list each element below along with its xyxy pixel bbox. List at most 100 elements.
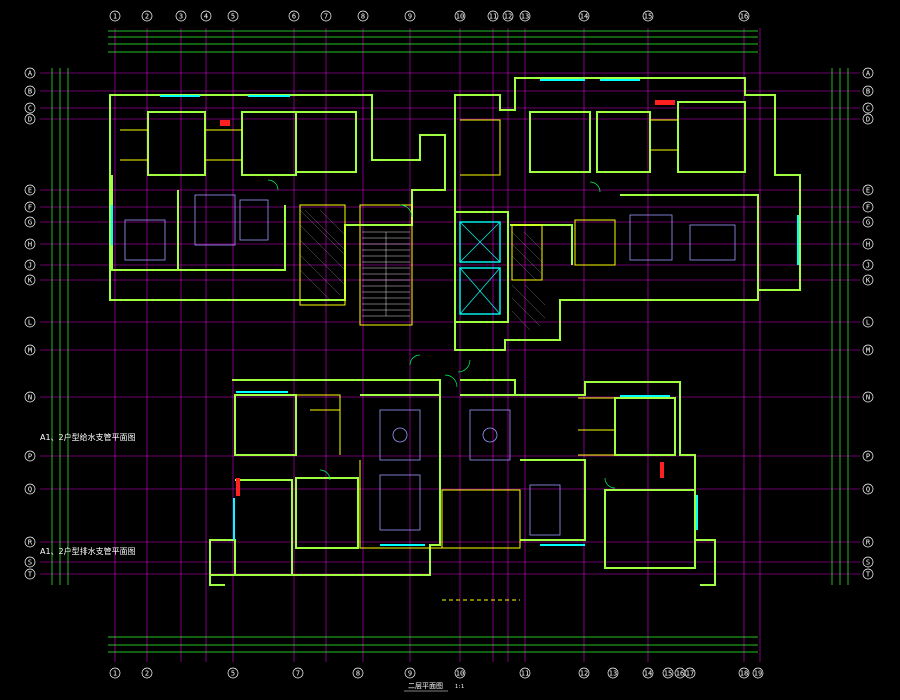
axis-top-5-label: 5 xyxy=(231,12,235,20)
axis-right-R-label: R xyxy=(866,538,871,546)
axis-left-F-bubble xyxy=(24,201,36,213)
axis-left-G-bubble xyxy=(24,216,36,228)
axis-left-E-label: E xyxy=(28,186,32,194)
axis-top-11-label: 11 xyxy=(489,12,497,20)
axis-bottom-5-label: 5 xyxy=(231,669,235,677)
axis-right-J-bubble xyxy=(862,259,874,271)
axis-right-P-bubble xyxy=(862,450,874,462)
axis-right-P-label: P xyxy=(866,452,870,460)
dimension-lines xyxy=(51,30,849,653)
axis-bottom-11-bubble xyxy=(519,667,531,679)
axis-left-G-label: G xyxy=(28,218,32,226)
axis-bottom-2-label: 2 xyxy=(145,669,149,677)
axis-left-D-bubble xyxy=(24,113,36,125)
axis-top-3-bubble xyxy=(175,10,187,22)
axis-top-10-bubble xyxy=(454,10,466,22)
axis-left-T-label: T xyxy=(28,570,33,578)
axis-bottom-13-bubble xyxy=(607,667,619,679)
axis-right-E-bubble xyxy=(862,184,874,196)
axis-bottom-1-bubble xyxy=(109,667,121,679)
axis-right-T-label: T xyxy=(866,570,871,578)
axis-top-14-bubble xyxy=(578,10,590,22)
axis-bottom-16-label: 16 xyxy=(676,669,684,677)
axis-right-S-label: S xyxy=(866,558,870,566)
axis-bottom-14-bubble xyxy=(642,667,654,679)
axis-left-A-label: A xyxy=(28,69,33,77)
axis-left-B-label: B xyxy=(28,87,32,95)
axis-left-F-label: F xyxy=(28,203,32,211)
axis-bottom-14-label: 14 xyxy=(644,669,652,677)
axis-left-R-label: R xyxy=(28,538,33,546)
axis-left-B-bubble xyxy=(24,85,36,97)
axis-top-12-label: 12 xyxy=(504,12,512,20)
axis-right-F-bubble xyxy=(862,201,874,213)
axis-bottom-8-bubble xyxy=(352,667,364,679)
axis-right-N-label: N xyxy=(866,393,870,401)
axis-top-9-bubble xyxy=(404,10,416,22)
corridor-hatch xyxy=(299,209,546,331)
axis-top-3-label: 3 xyxy=(179,12,183,20)
axis-bottom-19-label: 19 xyxy=(754,669,762,677)
axis-right-E-label: E xyxy=(866,186,870,194)
axis-top-8-label: 8 xyxy=(361,12,365,20)
axis-left-C-bubble xyxy=(24,102,36,114)
axis-right-D-label: D xyxy=(866,115,870,123)
axis-bottom-17-label: 17 xyxy=(686,669,694,677)
axis-right-L-bubble xyxy=(862,316,874,328)
axis-left-Q-bubble xyxy=(24,483,36,495)
axis-top-1-label: 1 xyxy=(113,12,117,20)
axis-right-M-bubble xyxy=(862,344,874,356)
axis-right-K-label: K xyxy=(866,276,871,284)
axis-top-2-label: 2 xyxy=(145,12,149,20)
axis-right-G-label: G xyxy=(866,218,870,226)
axis-right-B-bubble xyxy=(862,85,874,97)
axis-left-C-label: C xyxy=(28,104,32,112)
axis-left-N-label: N xyxy=(28,393,32,401)
axis-bottom-7-bubble xyxy=(292,667,304,679)
axis-left-H-bubble xyxy=(24,238,36,250)
axis-left-E-bubble xyxy=(24,184,36,196)
axis-right-Q-bubble xyxy=(862,483,874,495)
axis-left-Q-label: Q xyxy=(28,485,32,493)
axis-bottom-15-label: 15 xyxy=(664,669,672,677)
drawing-scale: 1:1 xyxy=(455,684,464,690)
axis-top-6-label: 6 xyxy=(292,12,296,20)
axis-top-2-bubble xyxy=(141,10,153,22)
axis-top-16-label: 16 xyxy=(740,12,748,20)
axis-right-J-label: J xyxy=(866,261,870,269)
axis-right-M-label: M xyxy=(866,346,870,354)
axis-left-J-label: J xyxy=(28,261,32,269)
stair-hatching xyxy=(362,231,410,317)
axis-top-15-bubble xyxy=(642,10,654,22)
axis-right-D-bubble xyxy=(862,113,874,125)
axis-right-Q-label: Q xyxy=(866,485,870,493)
axis-top-15-label: 15 xyxy=(644,12,652,20)
axis-top-4-label: 4 xyxy=(204,12,208,20)
axis-right-C-bubble xyxy=(862,102,874,114)
axis-left-D-label: D xyxy=(28,115,32,123)
axis-bottom-9-bubble xyxy=(404,667,416,679)
axis-bottom-11-label: 11 xyxy=(521,669,529,677)
axis-top-10-label: 10 xyxy=(456,12,464,20)
axis-left-L-label: L xyxy=(28,318,32,326)
axis-right-C-label: C xyxy=(866,104,870,112)
axis-bottom-12-label: 12 xyxy=(580,669,588,677)
axis-left-P-bubble xyxy=(24,450,36,462)
elevator-core xyxy=(459,221,501,315)
axis-left-K-bubble xyxy=(24,274,36,286)
axis-bottom-2-bubble xyxy=(141,667,153,679)
axis-bottom-15-bubble xyxy=(662,667,674,679)
axis-left-J-bubble xyxy=(24,259,36,271)
axis-bottom-19-bubble xyxy=(752,667,764,679)
axis-top-13-label: 13 xyxy=(521,12,529,20)
axis-bottom-10-label: 10 xyxy=(456,669,464,677)
axis-left-M-bubble xyxy=(24,344,36,356)
axis-left-L-bubble xyxy=(24,316,36,328)
door-swings xyxy=(267,179,616,489)
axis-bottom-18-label: 18 xyxy=(740,669,748,677)
axis-right-T-bubble xyxy=(862,568,874,580)
furniture-layout xyxy=(124,194,736,536)
axis-bottom-5-bubble xyxy=(227,667,239,679)
